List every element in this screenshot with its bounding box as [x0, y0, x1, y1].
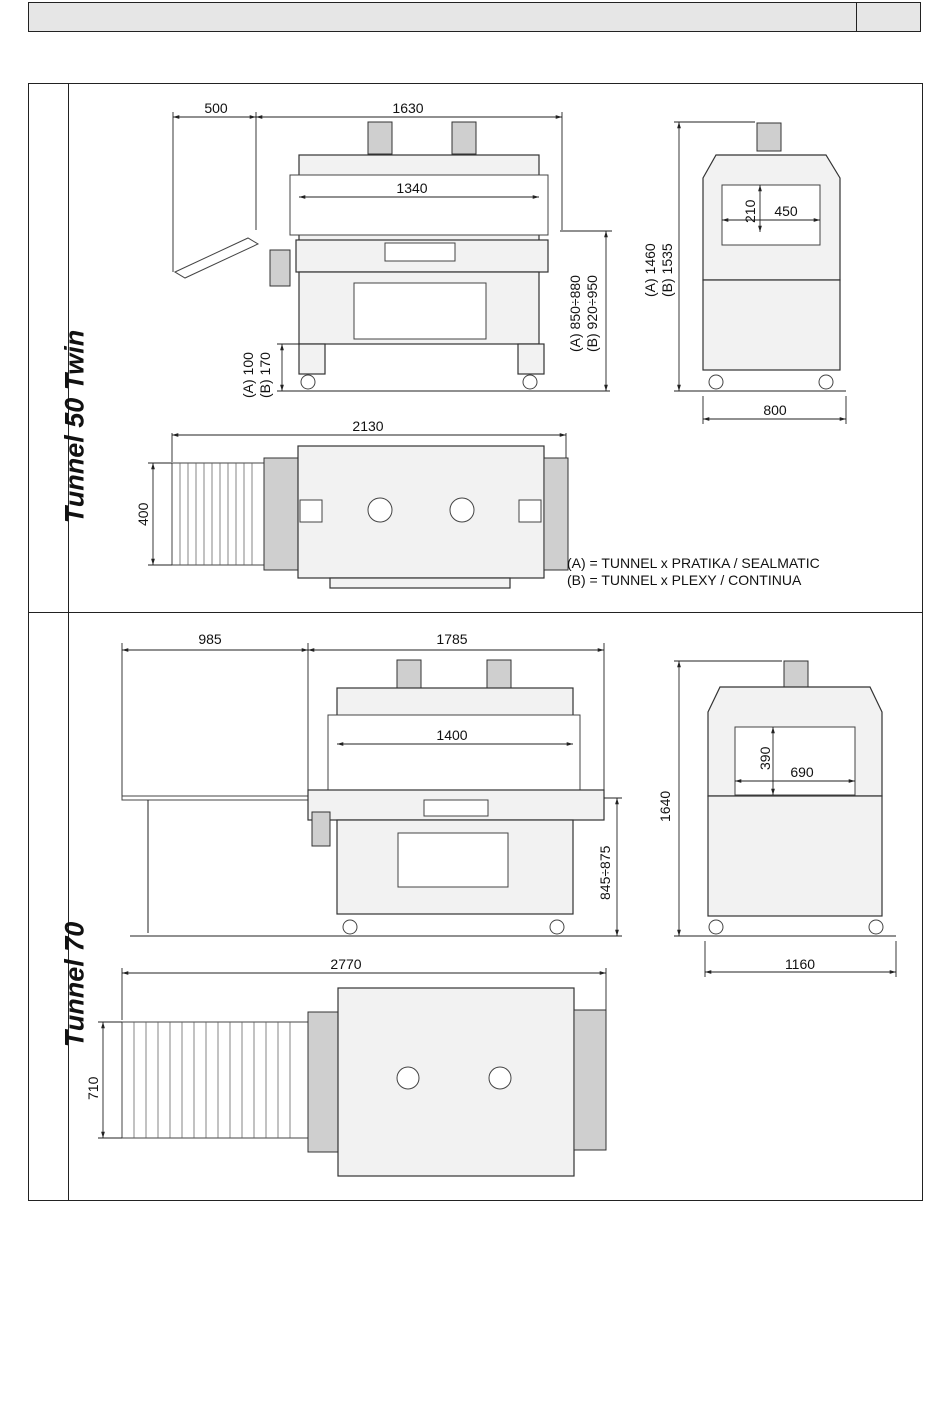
s1-top-view: 2130 400 (A) = TUNNEL x PRATIKA / SEALMA… — [135, 418, 820, 588]
s1-front-view: 500 1630 1340 (A) 850÷880 (B) 920÷950 (A — [173, 100, 612, 398]
s2-motor-right — [487, 660, 511, 688]
s2-dim-total: 1785 — [436, 631, 467, 647]
s2-side-cabinet — [708, 796, 882, 916]
s1-dim-wheel-b: (B) 170 — [257, 352, 273, 398]
s1-wheel-left — [301, 375, 315, 389]
s1-side-wheel-right — [819, 375, 833, 389]
s2-front-view: 985 1785 1400 845÷875 — [122, 631, 622, 936]
s2-dim-opening-h: 390 — [757, 746, 773, 770]
s1-conveyor-left — [175, 238, 258, 278]
s1-dim-chamber: 1340 — [396, 180, 427, 196]
s1-wheel-right — [523, 375, 537, 389]
s2-side-wheel-left — [709, 920, 723, 934]
s2-control-panel — [424, 800, 488, 816]
s1-top-motor-left — [368, 498, 392, 522]
s1-dim-length: 2130 — [352, 418, 383, 434]
s1-dim-width: 400 — [135, 502, 151, 526]
s2-dim-opening-w: 690 — [790, 764, 814, 780]
s1-side-opening — [722, 185, 820, 245]
s2-conveyor — [122, 796, 308, 800]
s2-dim-chamber: 1400 — [436, 727, 467, 743]
s1-dim-conveyor: 500 — [204, 100, 228, 116]
s2-top-motor-right — [489, 1067, 511, 1089]
s2-dim-width: 710 — [85, 1076, 101, 1100]
s1-dim-opening-w: 450 — [774, 203, 798, 219]
s2-wheel-left — [343, 920, 357, 934]
s2-dim-length: 2770 — [330, 956, 361, 972]
s2-top-motor-left — [397, 1067, 419, 1089]
s2-dim-table-height: 845÷875 — [597, 845, 613, 900]
s1-side-wheel-left — [709, 375, 723, 389]
s2-top-conveyor — [122, 1022, 308, 1138]
s2-top-body — [338, 988, 574, 1176]
s1-motor-left — [368, 122, 392, 154]
s1-dim-depth: 800 — [763, 402, 787, 418]
s1-top-conveyor — [172, 463, 264, 565]
s1-dim-table-height-a: (A) 850÷880 — [567, 275, 583, 352]
s1-dim-wheel-a: (A) 100 — [240, 352, 256, 398]
s1-dim-height-a: (A) 1460 — [642, 243, 658, 297]
s2-side-view: 390 690 1640 1160 — [657, 661, 896, 977]
s1-dim-total: 1630 — [392, 100, 423, 116]
s1-dim-height-b: (B) 1535 — [659, 243, 675, 297]
s2-motor-left — [397, 660, 421, 688]
s1-cabinet-door — [354, 283, 486, 339]
s2-top-view: 2770 710 — [85, 956, 606, 1176]
s1-top-body — [298, 446, 544, 578]
s1-dim-opening-h: 210 — [742, 199, 758, 223]
s2-side-motor — [784, 661, 808, 687]
s1-motor-right — [452, 122, 476, 154]
s2-dim-conveyor: 985 — [198, 631, 222, 647]
s2-side-wheel-right — [869, 920, 883, 934]
s1-side-view: 210 450 (A) 1460 (B) 1535 800 — [642, 122, 846, 424]
s1-dim-table-height-b: (B) 920÷950 — [584, 275, 600, 352]
s2-cabinet-door — [398, 833, 508, 887]
s1-control-panel — [385, 243, 455, 261]
s1-top-motor-right — [450, 498, 474, 522]
s1-legend-b: (B) = TUNNEL x PLEXY / CONTINUA — [567, 572, 802, 588]
s2-dim-height: 1640 — [657, 791, 673, 822]
s1-side-cabinet — [703, 280, 840, 370]
s1-legend-a: (A) = TUNNEL x PRATIKA / SEALMATIC — [567, 555, 820, 571]
s2-side-opening — [735, 727, 855, 795]
s2-dim-depth: 1160 — [785, 956, 815, 972]
s2-wheel-right — [550, 920, 564, 934]
s1-side-motor — [757, 123, 781, 151]
